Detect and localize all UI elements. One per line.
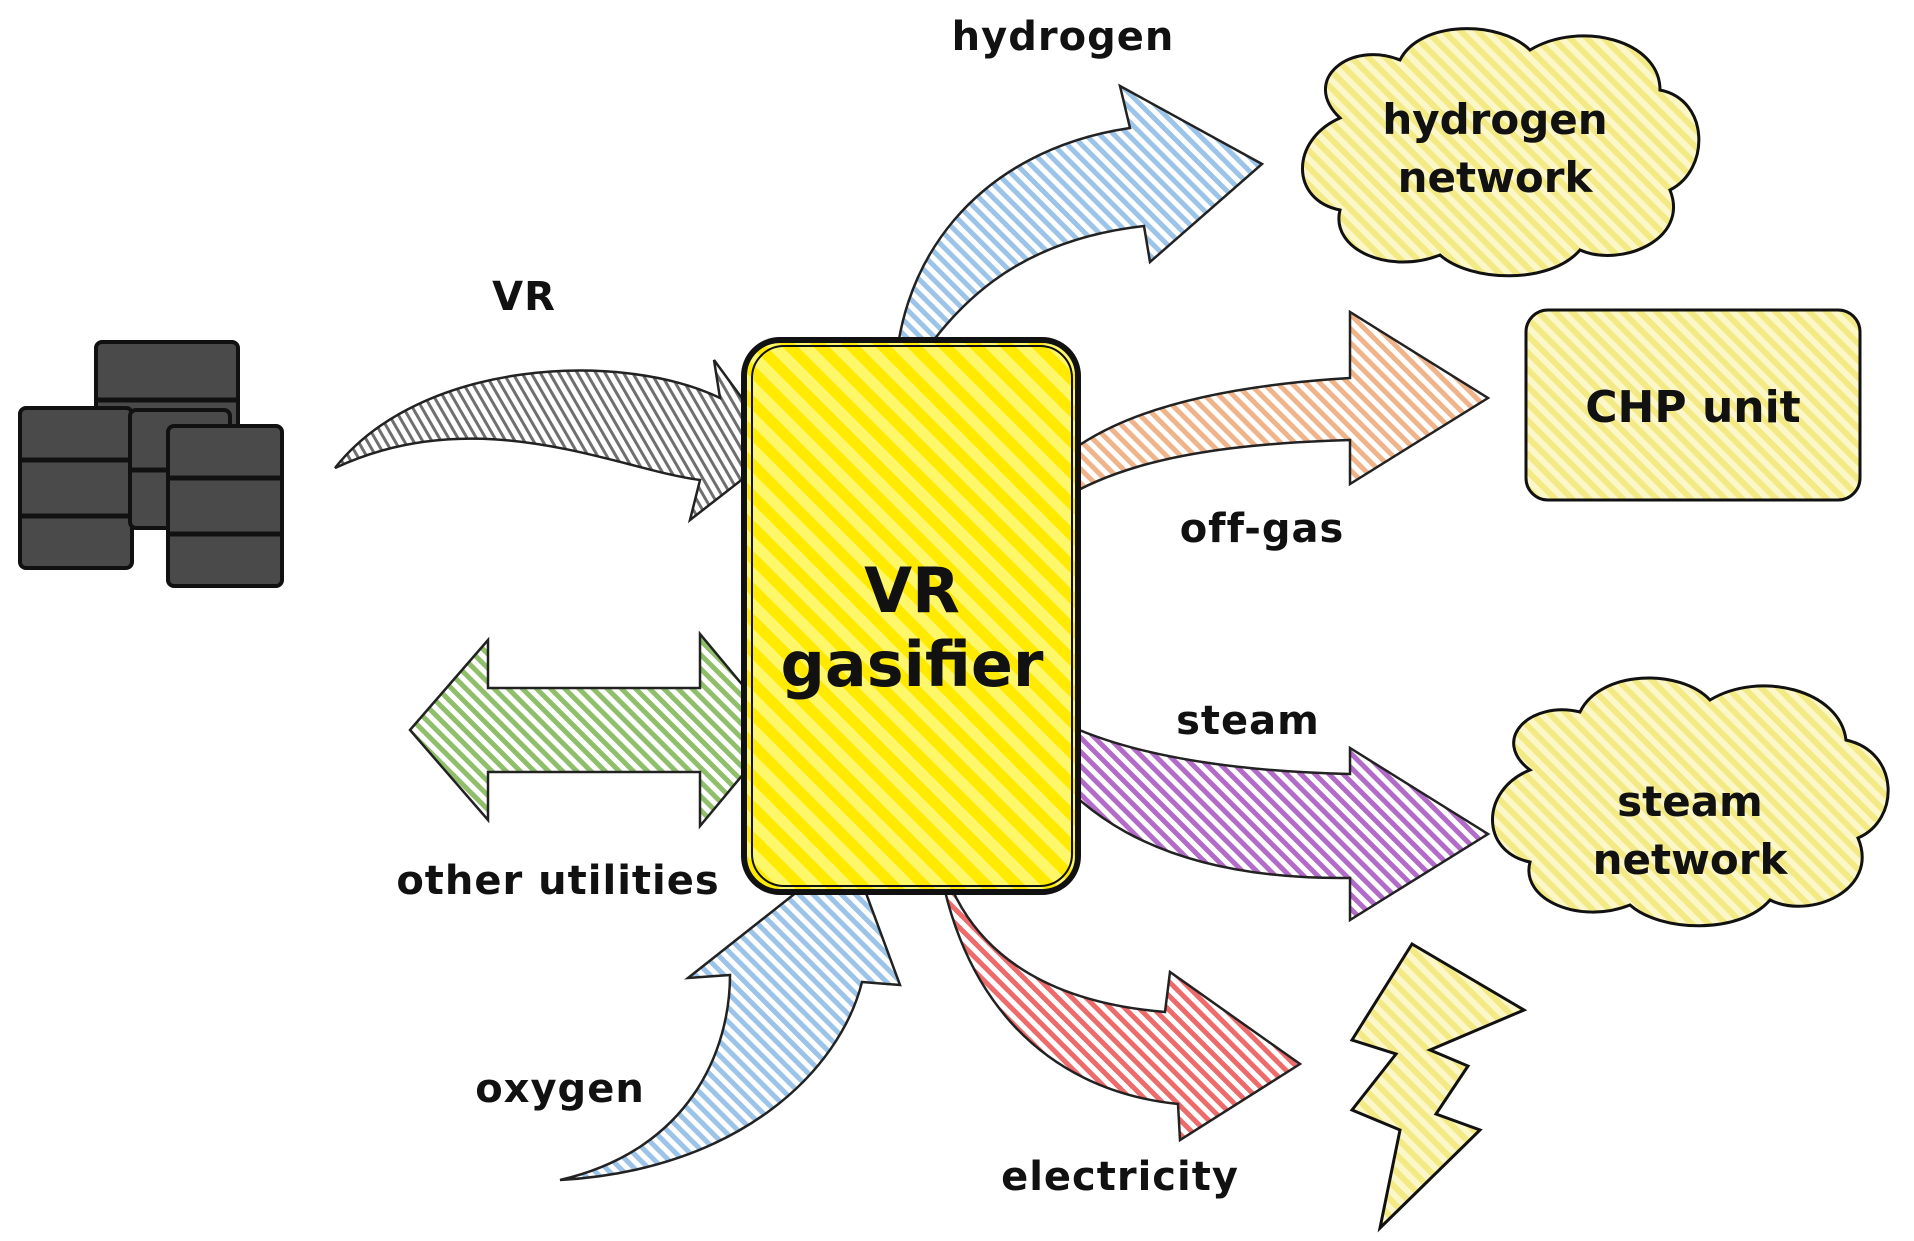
electricity-label: electricity bbox=[1001, 1154, 1239, 1200]
hydrogen-network-line1: hydrogen bbox=[1382, 95, 1607, 144]
hydrogen-network-line2: network bbox=[1398, 153, 1594, 202]
offgas-label: off-gas bbox=[1180, 506, 1345, 552]
steam-network-line1: steam bbox=[1617, 777, 1763, 826]
chp-unit-label: CHP unit bbox=[1585, 382, 1800, 433]
hydrogen-output-arrow bbox=[893, 83, 1265, 405]
steam-label: steam bbox=[1176, 698, 1320, 744]
other-utilities-label: other utilities bbox=[396, 858, 719, 904]
vr-input-arrow bbox=[334, 359, 782, 524]
oxygen-input-arrow bbox=[559, 847, 902, 1182]
lightning-bolt-icon bbox=[1349, 941, 1528, 1233]
oxygen-label: oxygen bbox=[475, 1066, 645, 1112]
steam-network-line2: network bbox=[1593, 835, 1789, 884]
steam-network-cloud: steam network bbox=[1491, 676, 1890, 928]
gasifier-label-line2: gasifier bbox=[781, 628, 1044, 701]
other-utilities-arrow bbox=[408, 630, 782, 830]
oil-barrels-icon bbox=[18, 340, 284, 588]
hydrogen-network-cloud: hydrogen network bbox=[1301, 27, 1701, 278]
electricity-output-arrow bbox=[933, 829, 1303, 1143]
gasifier-label-line1: VR bbox=[864, 554, 960, 627]
chp-unit-box: CHP unit bbox=[1524, 308, 1862, 502]
vr-gasifier-box: VR gasifier bbox=[741, 337, 1081, 895]
hydrogen-label: hydrogen bbox=[952, 14, 1175, 60]
vr-label: VR bbox=[492, 274, 556, 320]
